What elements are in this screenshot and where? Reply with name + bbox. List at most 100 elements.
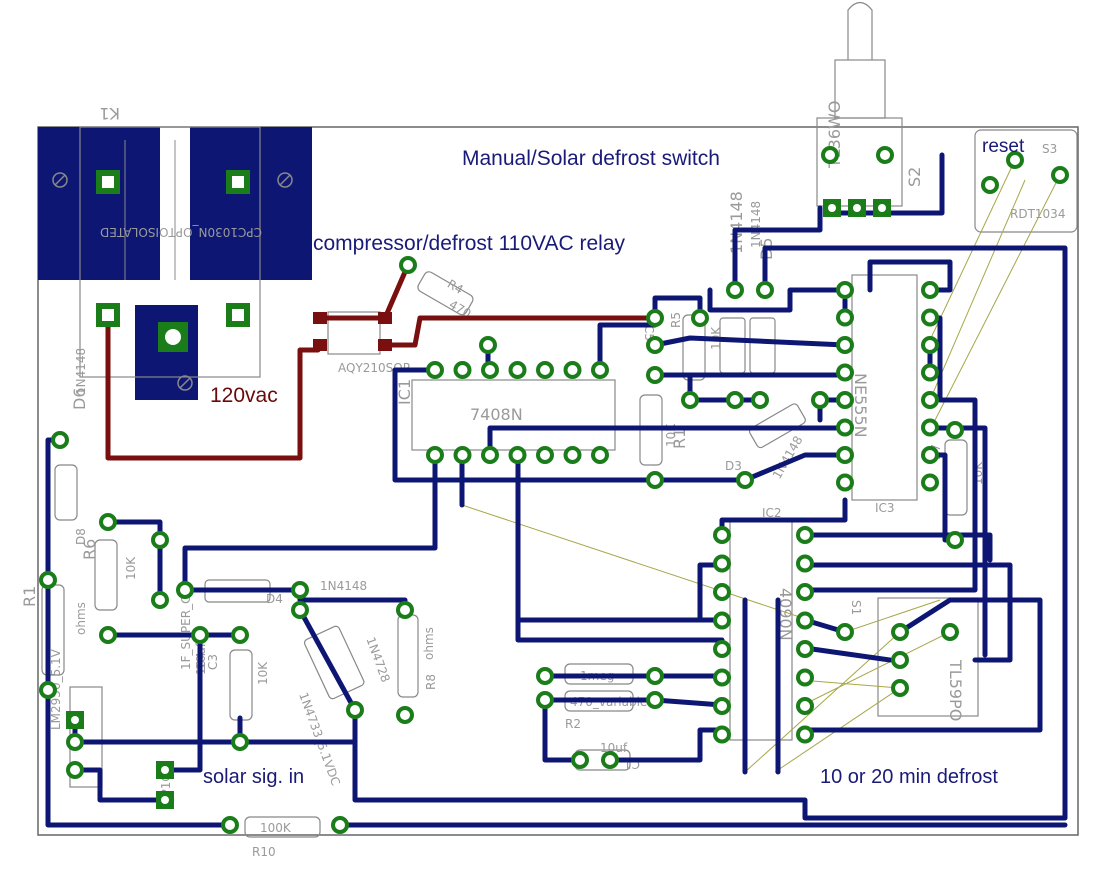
board-outline [37,126,1079,836]
r11-value: ohms [74,602,88,635]
r6-label: R6 [80,539,99,560]
pad [796,668,814,687]
pad [399,256,417,274]
pad-hole [161,766,169,774]
pad [346,701,364,719]
pad [99,513,117,531]
d8-label: D8 [74,528,88,545]
pad [536,361,554,379]
pad [691,309,709,327]
ic-ne555-ref: IC3 [875,501,895,515]
ic-4090[interactable]: 4090N IC2 [729,506,795,741]
pad [726,391,744,409]
pad [836,418,854,437]
ic-ne555[interactable]: NE555N IC3 [851,274,918,515]
pad [536,667,554,685]
pad [751,391,769,409]
pad [66,761,84,779]
pad [1051,166,1069,184]
pad [601,751,619,769]
r10-label: R10 [252,845,276,859]
ic-7408-label: 7408N [470,405,523,424]
pad [646,309,664,327]
switch-s1[interactable]: TL59PO S1 [849,597,979,721]
pad [176,581,194,599]
pad-hole [161,796,169,804]
relay-k1-label: K1 [99,104,120,123]
pad [921,446,939,464]
pad-hole [853,204,861,212]
switch-s1-label: S1 [849,600,863,615]
ssr-part: AQY210SOP [338,361,410,375]
pad [796,640,814,658]
ssr-aqy210[interactable]: AQY210SOP [327,311,410,375]
pad [836,391,854,409]
switch-s3[interactable]: S3 RDT1034 [974,129,1078,233]
pad [756,281,774,299]
pad [796,725,814,744]
pad [1006,151,1024,169]
c1-value: 10uf [600,741,628,755]
r4-label: R4 [445,277,466,297]
pad [481,446,499,464]
pad [563,446,582,464]
smd-pad [313,339,327,351]
pad [99,626,117,644]
pad [396,706,414,724]
smd-pad [378,339,392,351]
pad-hole [878,204,886,212]
switch-s2-label: S2 [905,167,924,187]
label-relay: compressor/defrost 110VAC relay [313,232,626,255]
pad [726,281,744,299]
r6-value: 10K [124,556,138,580]
ic-4090-label: 4090N [776,588,795,641]
switch-s1-part: TL59PO [946,659,965,721]
label-reset: reset [982,136,1025,157]
pad [921,473,939,492]
pad [736,471,754,489]
pad [646,471,664,489]
pad [231,626,249,644]
pad [563,361,582,379]
pad [921,363,939,382]
pad [713,697,731,715]
pad [231,733,249,751]
pad [39,571,57,589]
switch-s2[interactable]: TL36WO S2 [816,1,924,207]
pad [941,623,959,641]
pad [891,623,909,641]
pad [836,336,854,354]
switch-s3-part: RDT1034 [1010,207,1065,221]
pad [836,281,854,299]
pad [536,691,554,709]
label-solar-in: solar sig. in [203,766,304,788]
r2-label: R2 [565,717,581,731]
pad [331,816,349,834]
pad [796,526,814,544]
d6-label: D6 [70,388,89,411]
pad [946,531,964,549]
pad [291,581,309,599]
ic-ne555-label: NE555N [851,373,870,438]
relay-k1[interactable]: K1 CPC1030N_OPTOISOLATED [38,104,312,400]
pad [591,361,609,379]
d5-part: 1N4148 [749,201,763,248]
ic-4090-ref: IC2 [762,506,782,520]
pad [396,601,414,619]
pad [713,668,731,687]
ic-7408[interactable]: 7408N IC1 [395,379,616,451]
label-manual-switch: Manual/Solar defrost switch [462,147,720,170]
pad [508,361,527,379]
relay-k1-part: CPC1030N_OPTOISOLATED [100,225,262,239]
smd-pad [313,312,327,324]
pad [921,336,939,354]
top-copper [45,152,1068,828]
r8-value: ohms [422,627,436,660]
c3-label: C3 [206,654,220,670]
pad [221,816,239,834]
r8-label: R8 [424,674,438,690]
pad-hole [71,716,79,724]
pad [646,691,664,709]
pad [66,733,84,751]
